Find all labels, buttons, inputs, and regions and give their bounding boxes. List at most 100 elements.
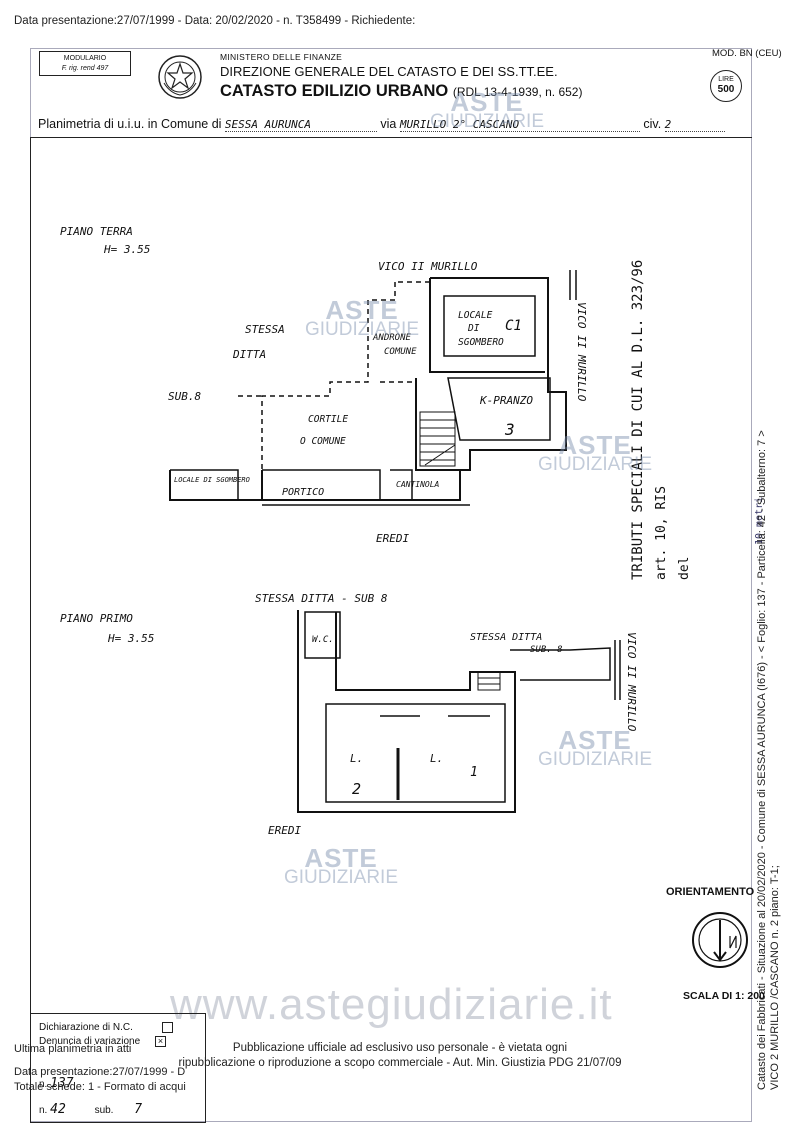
watermark-aste-1: ASTE GIUDIZIARIE <box>430 87 545 132</box>
side-line-2: VICO 2 MURILLO /CASCANO n. 2 piano: T-1; <box>769 865 781 1090</box>
label-l-2: L. <box>430 752 443 765</box>
label-stessa-ditta-2: STESSA DITTA <box>470 632 542 643</box>
label-vico-right: VICO II MURILLO <box>575 302 588 402</box>
modulario-box: MODULARIO F. rig. rend 497 <box>39 51 131 76</box>
tributi-stamp: TRIBUTI SPECIALI DI CUI AL D.L. 323/96 <box>630 260 646 580</box>
ministero-title: MINISTERO DELLE FINANZE <box>220 52 343 62</box>
label-portico: PORTICO <box>282 487 324 498</box>
compass-north-icon <box>692 912 748 968</box>
dich-nc-label: Dichiarazione di N.C. <box>39 1022 133 1034</box>
label-locale-small: LOCALE DI SGOMBERO <box>174 476 250 484</box>
label-piano-primo: PIANO PRIMO <box>60 612 133 625</box>
catasto-title: CATASTO EDILIZIO URBANO (RDL 13-4-1939, … <box>220 82 582 101</box>
dich-n2-label: n. <box>39 1105 48 1116</box>
modulario-label: MODULARIO <box>63 55 107 62</box>
presentation-line: Data presentazione:27/07/1999 - Data: 20… <box>14 15 416 27</box>
label-eredi-2: EREDI <box>268 824 301 837</box>
label-stessa-ditta-sub8: STESSA DITTA - SUB 8 <box>255 592 388 605</box>
watermark-giudiziarie-text: GIUDIZIARIE <box>538 749 653 770</box>
label-h-terra: H= 3.55 <box>103 243 150 256</box>
label-num2: 2 <box>352 780 361 798</box>
watermark-aste-5: ASTE GIUDIZIARIE <box>284 843 399 888</box>
label-androne: ANDRONE <box>372 333 412 343</box>
orientamento-label: ORIENTAMENTO <box>666 886 755 898</box>
site-watermark: www.astegiudiziarie.it <box>170 980 613 1029</box>
mod-code: MOD. BN (CEU) <box>712 48 782 59</box>
label-c1: C1 <box>505 318 522 334</box>
watermark-giudiziarie-text: GIUDIZIARIE <box>284 867 399 888</box>
ultima-planimetria: Ultima planimetria in atti <box>14 1043 132 1055</box>
civ-label: civ. <box>643 117 662 131</box>
watermark-aste-4: ASTE GIUDIZIARIE <box>538 725 653 770</box>
side-line-1: Catasto dei Fabbricati - Situazione al 2… <box>756 430 768 1090</box>
dichiarazione-box: Dichiarazione di N.C. Denuncia di variaz… <box>30 1013 206 1123</box>
scala-label: SCALA DI 1: 200 <box>683 990 765 1002</box>
watermark-aste-text: ASTE <box>558 725 632 755</box>
label-piano-terra: PIANO TERRA <box>60 225 133 238</box>
label-di: DI <box>467 323 480 334</box>
art-stamp: art. 10, RIS <box>654 486 669 580</box>
nc-checkbox <box>161 1022 173 1033</box>
watermark-giudiziarie-text: GIUDIZIARIE <box>305 319 420 340</box>
side-cadastral-info: Catasto dei Fabbricati - Situazione al 2… <box>756 290 781 1090</box>
label-cantinola: CANTINOLA <box>396 480 440 489</box>
republic-emblem-icon <box>158 55 202 99</box>
dich-row-nc: Dichiarazione di N.C. <box>39 1022 173 1033</box>
rdl-reference: (RDL 13-4-1939, n. 652) <box>452 85 583 99</box>
watermark-aste-text: ASTE <box>325 295 399 325</box>
label-cortile: CORTILE <box>308 414 348 425</box>
drawing-top-border <box>30 137 752 138</box>
watermark-aste-text: ASTE <box>558 430 632 460</box>
watermark-aste-3: ASTE GIUDIZIARIE <box>538 430 652 475</box>
dich-sub-value: 7 <box>134 1102 143 1117</box>
via-label: via <box>380 117 397 131</box>
label-vico-right-2: VICO II MURILLO <box>625 632 638 732</box>
label-k-pranzo: K-PRANZO <box>479 394 533 407</box>
dich-row-foglio: n. 137 <box>39 1076 74 1091</box>
variazione-checkbox: × <box>154 1036 166 1047</box>
dich-sub-label: sub. <box>94 1105 114 1116</box>
modulario-sub: F. rig. rend 497 <box>61 65 109 72</box>
watermark-aste-2: ASTE GIUDIZIARIE <box>305 295 420 340</box>
label-num3: 3 <box>504 420 515 439</box>
drawing-left-border <box>30 137 31 1019</box>
label-wc: W.C. <box>312 635 334 645</box>
dich-variazione-label: Denuncia di variazione <box>39 1036 141 1048</box>
label-h-primo: H= 3.55 <box>107 632 154 645</box>
watermark-aste-text: ASTE <box>450 87 524 117</box>
footer-line-2: ripubblicazione o riproduzione a scopo c… <box>178 1057 622 1069</box>
dich-row-particella: n. 42 sub. 7 <box>39 1102 142 1117</box>
watermark-aste-text: ASTE <box>304 843 378 873</box>
del-stamp: del <box>677 557 692 580</box>
label-sub8-b: SUB. 8 <box>530 645 563 655</box>
ten-metri-scale: 10 metri <box>754 497 765 545</box>
label-comune: COMUNE <box>384 347 417 357</box>
label-num1: 1 <box>470 765 478 780</box>
dich-foglio-value: 137 <box>50 1076 74 1091</box>
planimetria-line: Planimetria di u.i.u. in Comune di SESSA… <box>38 117 725 132</box>
dich-row-variazione: Denuncia di variazione × <box>39 1036 166 1047</box>
totale-schede: Totale schede: 1 - Formato di acqui <box>14 1081 186 1093</box>
direzione-title: DIREZIONE GENERALE DEL CATASTO E DEI SS.… <box>220 64 558 79</box>
lire-stamp: LIRE 500 <box>710 70 742 102</box>
label-vico-top: VICO II MURILLO <box>378 260 478 273</box>
footer-notice: Pubblicazione ufficiale ad esclusivo uso… <box>170 1041 630 1071</box>
label-sub8: SUB.8 <box>168 390 201 403</box>
label-sgombero: SGOMBERO <box>458 337 504 348</box>
data-presentazione-bottom: Data presentazione:27/07/1999 - D <box>14 1066 186 1078</box>
catasto-name: CATASTO EDILIZIO URBANO <box>220 82 449 100</box>
lire-value: 500 <box>717 84 735 95</box>
plan-prefix: Planimetria di u.i.u. in Comune di <box>38 117 222 131</box>
via-value: MURILLO 2° CASCANO <box>399 118 640 132</box>
label-ditta: DITTA <box>232 348 266 361</box>
comune-value: SESSA AURUNCA <box>224 118 377 132</box>
civ-value: 2 <box>664 118 725 132</box>
label-eredi-1: EREDI <box>376 532 409 545</box>
label-l-1: L. <box>350 752 363 765</box>
label-o-comune: O COMUNE <box>300 436 346 447</box>
watermark-giudiziarie-text: GIUDIZIARIE <box>430 111 545 132</box>
dich-n-label: n. <box>39 1079 48 1090</box>
label-stessa: STESSA <box>245 323 285 336</box>
lire-label: LIRE <box>718 76 734 83</box>
